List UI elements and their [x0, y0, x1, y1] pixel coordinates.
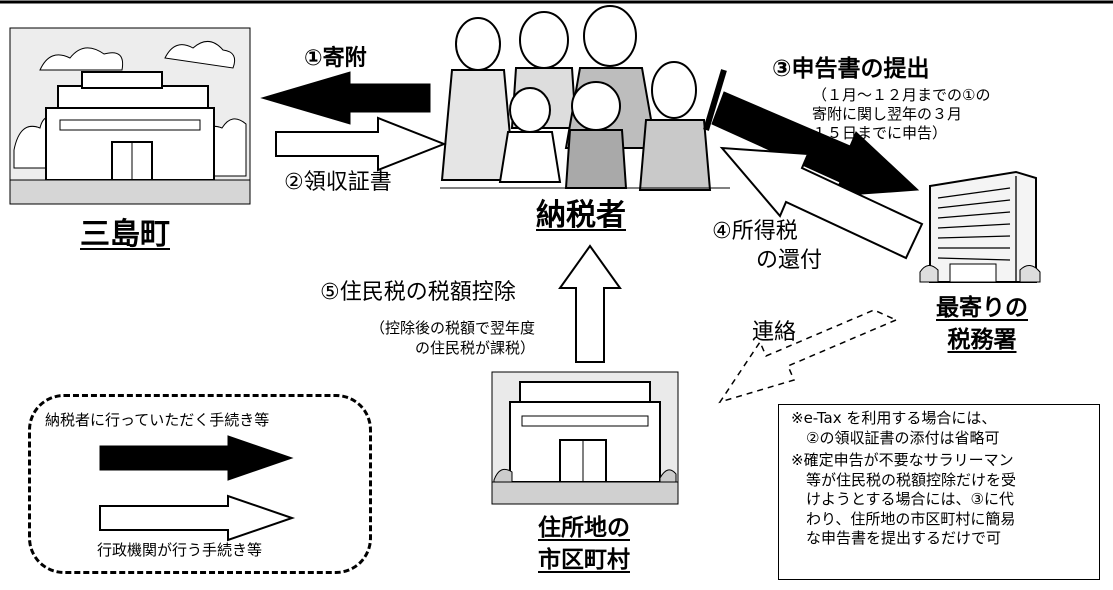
tax-office-label: 最寄りの 税務署 — [936, 295, 1028, 354]
municipality-label: 住所地の 市区町村 — [538, 515, 630, 574]
resident-tax-note: （控除後の税額で翌年度 の住民税が課税） — [370, 319, 536, 358]
donation-label: ①寄附 — [304, 46, 367, 71]
refund-label: ④所得税 の還付 — [712, 219, 823, 273]
contact-arrow — [718, 309, 898, 404]
municipality-illustration — [491, 371, 679, 505]
refund-arrow — [719, 146, 924, 260]
tax-office-illustration — [919, 170, 1041, 283]
mishima-label: 三島町 — [80, 217, 170, 252]
legend-white-arrow — [99, 494, 296, 542]
etax-note: ※e-Tax を利用する場合には、 ②の領収証書の添付は省略可 — [791, 409, 1000, 447]
mishima-townhall-illustration — [9, 27, 251, 205]
legend-taxpayer-procedures: 納税者に行っていただく手続き等 — [45, 411, 270, 429]
contact-label: 連絡 — [752, 320, 797, 345]
filing-note: （１月～１２月までの①の 寄附に関し翌年の３月 １５日までに申告） — [812, 86, 991, 143]
resident-tax-label: ⑤住民税の税額控除 — [320, 280, 516, 305]
donation-arrow — [260, 71, 431, 125]
filing-arrow — [711, 91, 920, 197]
taxpayer-family-illustration — [440, 5, 730, 191]
resident-tax-arrow — [558, 244, 622, 363]
taxpayer-label: 納税者 — [536, 198, 626, 233]
salary-note: ※確定申告が不要なサラリーマン 等が住民税の税額控除だけを受 けようとする場合に… — [791, 451, 1017, 547]
filing-label: ③申告書の提出 — [772, 56, 930, 82]
legend-admin-procedures: 行政機関が行う手続き等 — [97, 541, 263, 559]
receipt-arrow — [275, 116, 447, 172]
legend-black-arrow — [99, 435, 294, 481]
note-box: ※e-Tax を利用する場合には、 ②の領収証書の添付は省略可 ※確定申告が不要… — [778, 404, 1100, 580]
receipt-label: ②領収証書 — [284, 170, 392, 195]
legend-box: 納税者に行っていただく手続き等 行政機関が行う手続き等 — [28, 394, 372, 574]
